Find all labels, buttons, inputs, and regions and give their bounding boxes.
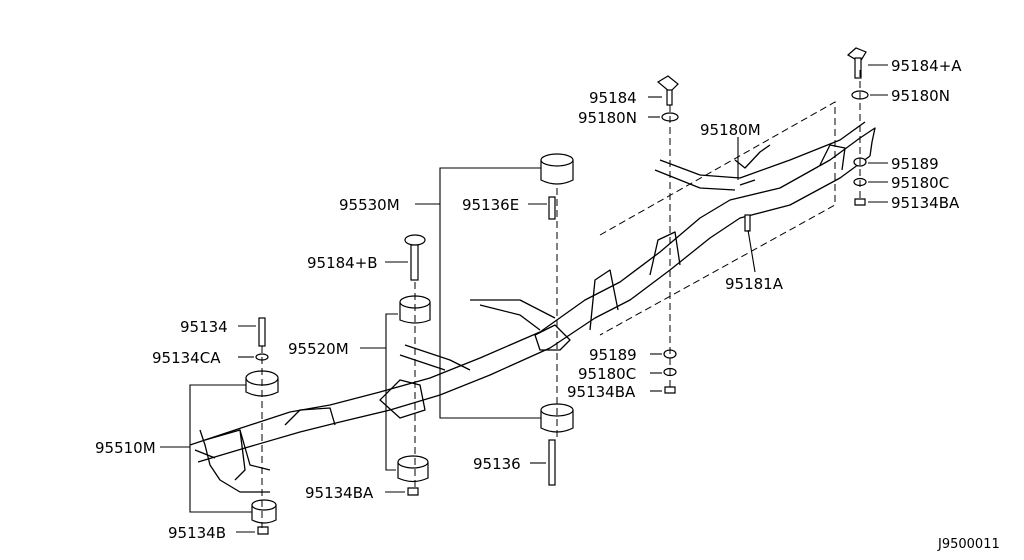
label-95134ba-mid: 95134BA	[567, 383, 636, 401]
label-95136e: 95136E	[462, 196, 519, 214]
mount-axis-lines	[261, 70, 861, 528]
rear-mount-outline	[599, 101, 836, 336]
label-95184: 95184	[589, 89, 637, 107]
label-95184b: 95184+B	[307, 254, 378, 272]
label-95134ca: 95134CA	[152, 349, 221, 367]
label-95134b: 95134B	[168, 524, 226, 542]
label-95136: 95136	[473, 455, 521, 473]
label-95180m: 95180M	[700, 121, 761, 139]
label-95134ba-right: 95134BA	[891, 194, 960, 212]
label-95134: 95134	[180, 318, 228, 336]
label-95530m: 95530M	[339, 196, 400, 214]
label-95180c-right: 95180C	[891, 174, 949, 192]
label-95189-mid: 95189	[589, 346, 637, 364]
part-labels: 95184+A 95180N 95189 95180C 95134BA 9518…	[95, 57, 1000, 552]
label-95181a: 95181A	[725, 275, 784, 293]
label-95510m: 95510M	[95, 439, 156, 457]
label-95180n-right: 95180N	[891, 87, 950, 105]
label-95134ba-bottom: 95134BA	[305, 484, 374, 502]
label-95189-right: 95189	[891, 155, 939, 173]
chassis-frame	[189, 121, 876, 493]
label-95184a: 95184+A	[891, 57, 962, 75]
leader-lines	[160, 64, 888, 533]
label-95180c-mid: 95180C	[578, 365, 636, 383]
label-95520m: 95520M	[288, 340, 349, 358]
diagram-code: J9500011	[937, 537, 1000, 552]
label-95180n-mid: 95180N	[578, 109, 637, 127]
